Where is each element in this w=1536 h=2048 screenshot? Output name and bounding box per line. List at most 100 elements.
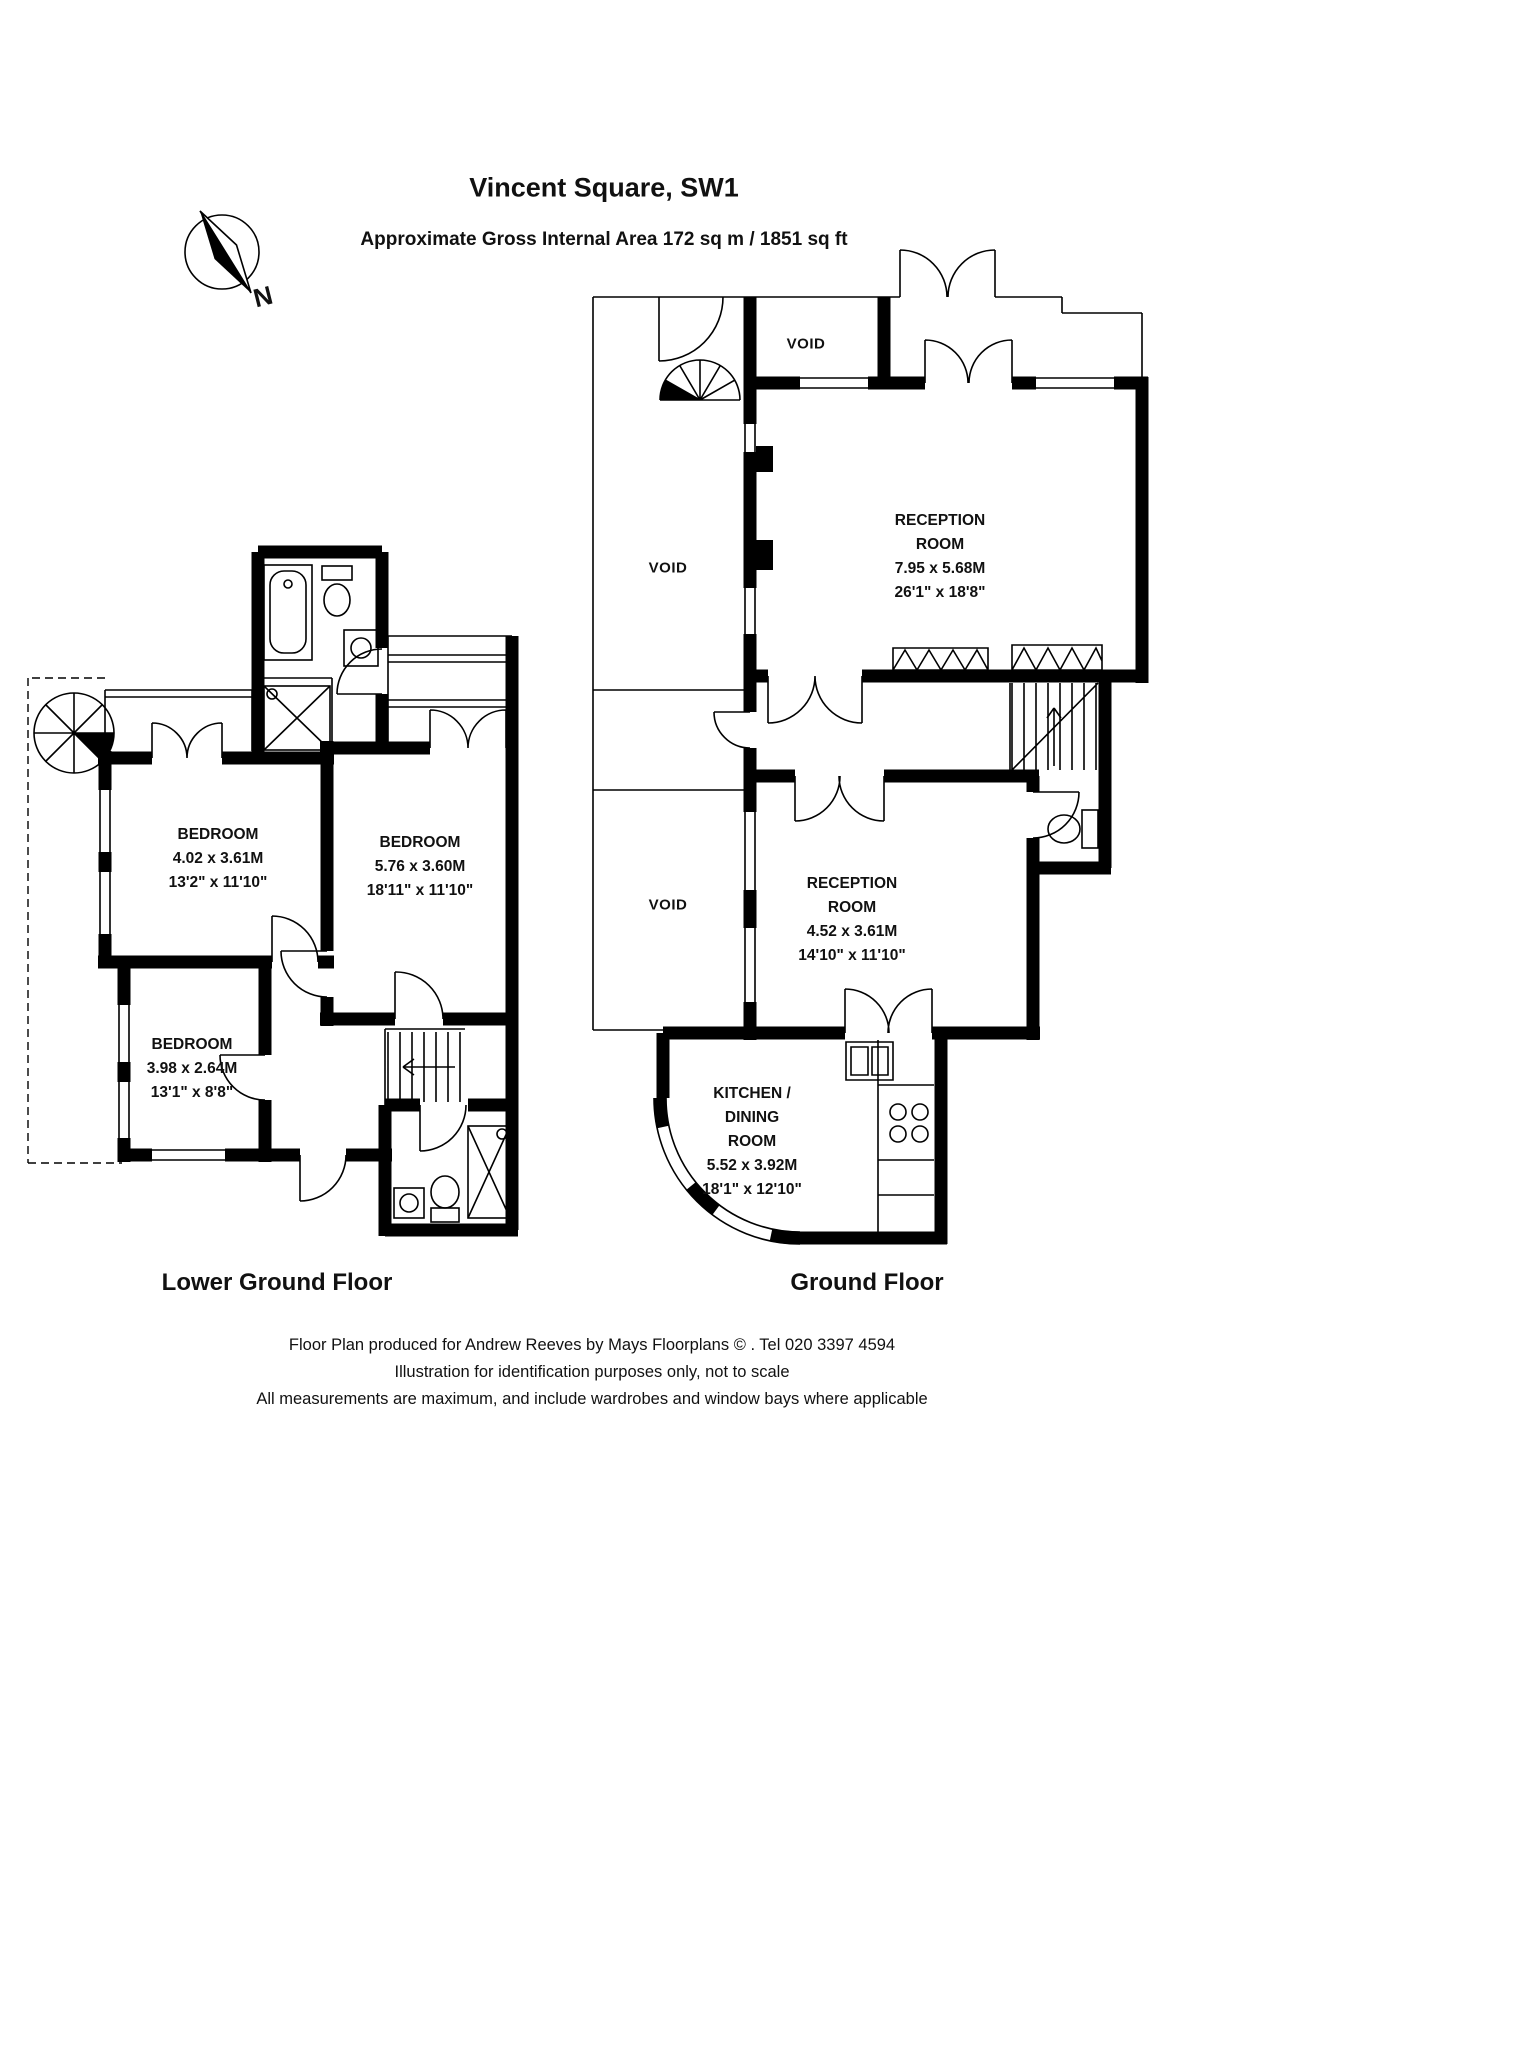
footer-disclaimer-line: Illustration for identification purposes…: [394, 1363, 790, 1381]
page-title: Vincent Square, SW1: [469, 172, 739, 203]
bedroom-left-lightwell-band: [104, 689, 253, 751]
bathroom-door: [336, 648, 383, 695]
compass-icon: [184, 210, 260, 294]
bedroom-right-bottom-door: [394, 971, 444, 1020]
shower-tray-cross: [263, 685, 331, 751]
reception-top-windows: [800, 377, 1114, 389]
room-name-line: ROOM: [727, 1133, 777, 1150]
room-label-reception-small: RECEPTION ROOM 4.52 x 3.61M 14'10" x 11'…: [798, 872, 905, 968]
bathroom-walls: [251, 545, 389, 752]
toilet-cistern-wc: [430, 1207, 460, 1223]
spiral-staircase-ground-wedge: [659, 380, 700, 400]
kitchen-counter: [877, 1040, 934, 1232]
shower-room-door: [419, 1104, 467, 1152]
toilet-cistern-lower: [321, 565, 353, 581]
kitchen-double-doors: [844, 988, 933, 1034]
basin-bathroom-bowl: [350, 637, 372, 659]
hob-ring-1: [889, 1103, 907, 1121]
room-dim-metric: 5.76 x 3.60M: [374, 858, 466, 875]
room-dim-imperial: 13'1" x 8'8": [150, 1084, 234, 1101]
room-dim-imperial: 18'11" x 11'10": [366, 882, 474, 899]
bathtub: [263, 564, 313, 661]
shower-head-wc: [496, 1128, 508, 1140]
bay-window-glazing: [653, 1097, 801, 1245]
basin-wc: [393, 1187, 425, 1219]
room-name-line: DINING: [724, 1109, 780, 1126]
reception-french-doors: [924, 339, 1013, 384]
room-label-bedroom-small: BEDROOM 3.98 x 2.64M 13'1" x 8'8": [147, 1033, 237, 1105]
hob-ring-2: [911, 1103, 929, 1121]
chimney-breasts: [756, 446, 773, 570]
reception-wardrobes: [892, 644, 1103, 672]
reception-small-double-doors: [794, 775, 885, 822]
room-name-line: BEDROOM: [379, 834, 461, 851]
bedroom-left-windows: [99, 790, 111, 934]
room-dim-metric: 5.52 x 3.92M: [706, 1157, 798, 1174]
room-name-line: BEDROOM: [177, 826, 259, 843]
room-name-line: RECEPTION: [806, 875, 898, 892]
void-label-middle: VOID: [648, 559, 688, 577]
ground-floor-label: Ground Floor: [790, 1269, 944, 1296]
room-name-line: RECEPTION: [894, 512, 986, 529]
room-dim-metric: 7.95 x 5.68M: [894, 560, 986, 577]
shower-partition: [258, 677, 333, 752]
footer-credit-line: Floor Plan produced for Andrew Reeves by…: [288, 1336, 896, 1354]
toilet-bowl-ground: [1047, 814, 1081, 844]
room-dim-imperial: 14'10" x 11'10": [798, 947, 906, 964]
west-wall-windows: [744, 424, 756, 1002]
shower-head: [266, 688, 278, 700]
page-subtitle: Approximate Gross Internal Area 172 sq m…: [360, 229, 848, 250]
lower-ground-floor-plan: [27, 545, 519, 1237]
room-dim-imperial: 13'2" x 11'10": [168, 874, 268, 891]
room-dim-imperial: 18'1" x 12'10": [702, 1181, 802, 1198]
bedroom-right-double-doors: [429, 709, 507, 749]
kitchen-right-bottom-wall: [800, 1033, 948, 1245]
lightwell-dashed-boundary: [27, 677, 122, 1164]
bathtub-inner: [269, 570, 307, 654]
ground-floor-plan: [592, 249, 1149, 1245]
room-label-bedroom-right: BEDROOM 5.76 x 3.60M 18'11" x 11'10": [367, 831, 474, 903]
toilet-cistern-ground: [1081, 809, 1099, 849]
bedroom-small-windows: [118, 1005, 130, 1138]
hall-west-door: [713, 711, 751, 749]
bedroom-small-bottom-window: [152, 1149, 225, 1161]
basin-bathroom: [343, 629, 379, 667]
bedroom-right-hall-door: [280, 950, 328, 998]
bedroom-left-hall-door: [271, 915, 319, 963]
shower-enclosure: [467, 1125, 511, 1219]
bedroom-small-door: [219, 1054, 266, 1101]
bathtub-drain: [283, 579, 293, 589]
void-label-top: VOID: [786, 335, 826, 353]
shower-enclosure-cross: [467, 1125, 511, 1219]
main-staircase-arrow: [1046, 707, 1062, 766]
room-name-line: ROOM: [827, 899, 877, 916]
hob-ring-4: [911, 1125, 929, 1143]
stair-wc-walls: [1033, 676, 1112, 875]
bay-wall-chunks: [653, 1097, 801, 1245]
room-name-line: BEDROOM: [151, 1036, 233, 1053]
room-label-bedroom-left: BEDROOM 4.02 x 3.61M 13'2" x 11'10": [169, 823, 268, 895]
hall-south-door: [299, 1154, 347, 1202]
wc-door-ground: [1032, 791, 1080, 839]
compass-needle-light: [199, 210, 252, 294]
room-dim-metric: 4.52 x 3.61M: [806, 923, 898, 940]
room-name-line: KITCHEN /: [713, 1085, 791, 1102]
bedroom-right-window-band: [387, 635, 512, 748]
hob-ring-3: [889, 1125, 907, 1143]
reception-hall-double-doors: [767, 675, 863, 724]
lower-staircase: [384, 1028, 465, 1105]
room-dim-imperial: 26'1" x 18'8": [894, 584, 986, 601]
compass-circle: [184, 214, 260, 290]
room-name-line: ROOM: [915, 536, 965, 553]
void-label-lower: VOID: [648, 896, 688, 914]
lower-ground-floor-label: Lower Ground Floor: [161, 1269, 393, 1296]
shower-room-walls: [378, 1098, 518, 1237]
room-dim-metric: 3.98 x 2.64M: [146, 1060, 238, 1077]
toilet-bowl-wc: [430, 1175, 460, 1209]
toilet-bowl-lower: [323, 583, 351, 617]
kitchen-sink: [845, 1041, 894, 1081]
terrace-double-door: [899, 249, 996, 298]
bedroom-left-double-doors: [151, 722, 223, 759]
basin-wc-bowl: [399, 1193, 419, 1213]
